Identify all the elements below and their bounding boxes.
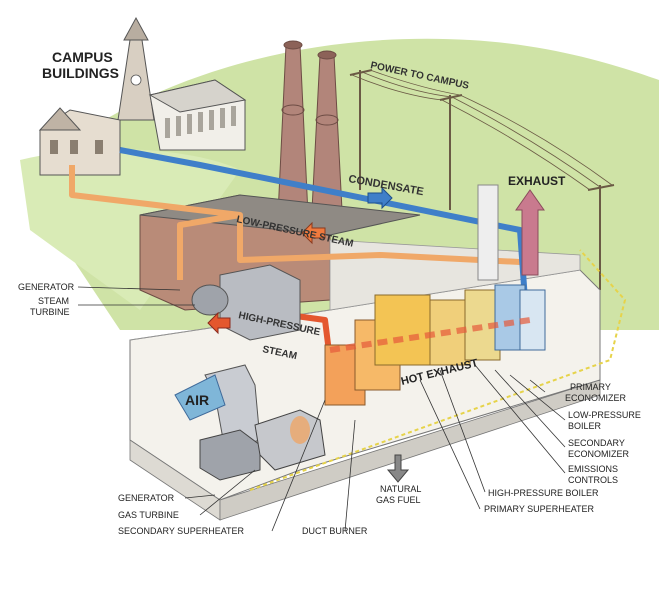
label-campus-buildings-2: BUILDINGS: [42, 65, 119, 81]
air-intake-duct: [174, 364, 261, 451]
label-gas-turbine: GAS TURBINE: [118, 510, 179, 520]
label-emissions-controls-1: EMISSIONS: [568, 464, 618, 474]
leader-lines: [77, 286, 566, 532]
label-low-pressure-boiler-1: LOW-PRESSURE: [568, 410, 641, 420]
label-natural-gas-2: GAS FUEL: [376, 495, 421, 505]
label-exhaust: EXHAUST: [508, 174, 566, 188]
boiler-assembly: [324, 284, 546, 406]
power-lines: [349, 69, 615, 290]
label-secondary-economizer-1: SECONDARY: [568, 438, 625, 448]
label-emissions-controls-2: CONTROLS: [568, 475, 618, 485]
label-generator-bottom: GENERATOR: [118, 493, 175, 503]
exhaust-stack: [477, 184, 545, 281]
label-primary-superheater: PRIMARY SUPERHEATER: [484, 504, 595, 514]
label-steam-turbine-1: STEAM: [38, 296, 69, 306]
label-generator-top: GENERATOR: [18, 282, 75, 292]
smokestacks: [277, 40, 343, 216]
label-air: AIR: [185, 392, 209, 408]
steam-turbine-generator: [191, 264, 301, 341]
label-high-pressure-boiler: HIGH-PRESSURE BOILER: [488, 488, 599, 498]
label-secondary-superheater: SECONDARY SUPERHEATER: [118, 526, 245, 536]
label-primary-economizer-1: PRIMARY: [570, 382, 611, 392]
gas-turbine-generator: [199, 409, 326, 481]
label-primary-economizer-2: ECONOMIZER: [565, 393, 627, 403]
label-low-pressure-boiler-2: BOILER: [568, 421, 602, 431]
flow-arrows: [207, 186, 410, 483]
label-steam-turbine-2: TURBINE: [30, 307, 70, 317]
campus-buildings: [38, 16, 247, 176]
label-duct-burner: DUCT BURNER: [302, 526, 368, 536]
label-natural-gas-1: NATURAL: [380, 484, 421, 494]
label-campus-buildings-1: CAMPUS: [52, 49, 113, 65]
label-secondary-economizer-2: ECONOMIZER: [568, 449, 630, 459]
low-pressure-steam-pipe: [69, 165, 521, 280]
